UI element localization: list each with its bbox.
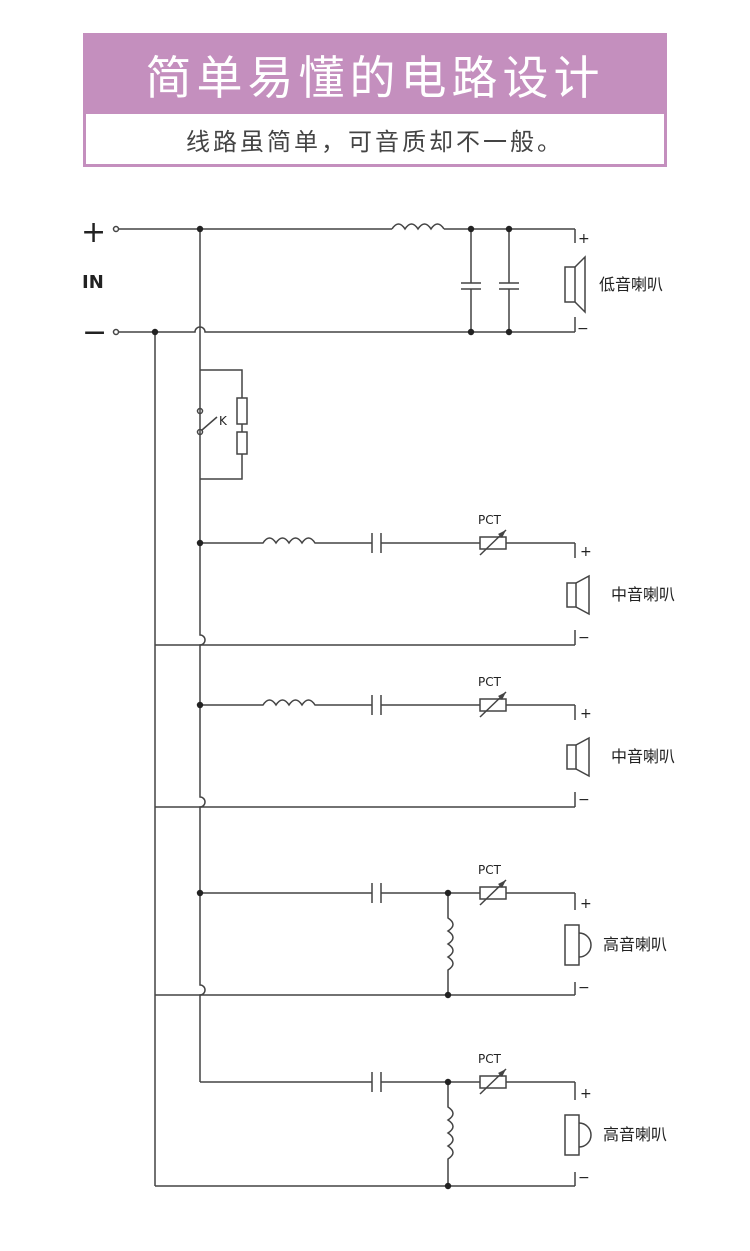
signal-trunk-wire — [199, 229, 206, 1082]
tw1-dome — [578, 932, 592, 958]
junction-dot — [505, 328, 513, 336]
input-label: IN — [82, 272, 104, 293]
junction-dot — [196, 539, 204, 547]
tw2-ptc-label: PCT — [478, 1052, 502, 1066]
mid2-ptc-arrowhead — [498, 692, 506, 700]
resistor-2 — [236, 431, 248, 455]
tw1-shunt-inductor — [446, 893, 454, 995]
tw2-minus: − — [578, 1170, 590, 1186]
tw1-label: 高音喇叭 — [603, 935, 667, 954]
minus-input-terminal — [112, 328, 120, 336]
mid2-minus: − — [578, 792, 590, 808]
switch-contact-bottom — [196, 428, 204, 436]
tw2-label: 高音喇叭 — [603, 1125, 667, 1144]
title-banner: 简单易懂的电路设计 线路虽简单，可音质却不一般。 — [83, 33, 667, 167]
woofer-minus: − — [577, 321, 589, 337]
tw2-plus: + — [580, 1086, 592, 1102]
mid2-inductor — [200, 699, 372, 707]
tw2-shunt-inductor — [446, 1082, 454, 1186]
input-plus-sign: + — [81, 215, 106, 250]
mid2-cone — [575, 736, 590, 778]
mid1-ptc-label: PCT — [478, 513, 502, 527]
junction-dot — [151, 328, 159, 336]
mid2-plus: + — [580, 706, 592, 722]
woofer-capacitor-2 — [499, 229, 519, 332]
woofer-cone — [574, 255, 586, 314]
input-minus-sign: − — [82, 315, 107, 350]
junction-dot — [196, 701, 204, 709]
switch-k — [201, 416, 218, 431]
tw1-ptc-arrowhead — [498, 880, 506, 888]
resistor-1 — [236, 397, 248, 425]
resistor-branch-wire — [200, 369, 243, 480]
tw2-dome — [578, 1122, 592, 1148]
tw2-speaker-icon — [564, 1114, 580, 1156]
woofer-inductor — [391, 223, 445, 231]
junction-dot — [467, 328, 475, 336]
junction-dot — [196, 225, 204, 233]
tw2-ptc-resistor — [479, 1075, 507, 1089]
tw1-minus: − — [578, 980, 590, 996]
woofer-speaker-icon — [564, 266, 576, 303]
junction-dot — [444, 991, 452, 999]
page-title: 简单易懂的电路设计 — [86, 36, 664, 114]
switch-contact-top — [196, 407, 204, 415]
mid2-speaker-icon — [566, 744, 577, 770]
junction-dot — [196, 889, 204, 897]
mid2-capacitor — [371, 695, 382, 715]
junction-dots — [151, 225, 513, 1190]
tw1-plus: + — [580, 896, 592, 912]
mid1-ptc-arrowhead — [498, 530, 506, 538]
tw2-ptc-arrowhead — [498, 1069, 506, 1077]
page-subtitle: 线路虽简单，可音质却不一般。 — [186, 127, 564, 156]
mid2-label: 中音喇叭 — [611, 747, 675, 766]
mid1-minus: − — [578, 630, 590, 646]
woofer-capacitor-1 — [461, 229, 481, 332]
tw1-series-wire — [200, 883, 575, 903]
woofer-plus: + — [578, 231, 590, 247]
junction-dot — [467, 225, 475, 233]
tw1-speaker-icon — [564, 924, 580, 966]
tw1-ptc-label: PCT — [478, 863, 502, 877]
junction-dot — [444, 889, 452, 897]
mid1-inductor — [200, 537, 372, 545]
mid1-plus: + — [580, 544, 592, 560]
mid1-capacitor — [371, 533, 382, 553]
woofer-label: 低音喇叭 — [599, 275, 663, 294]
junction-dot — [505, 225, 513, 233]
mid1-label: 中音喇叭 — [611, 585, 675, 604]
junction-dot — [444, 1182, 452, 1190]
mid1-speaker-icon — [566, 582, 577, 608]
switch-label: K — [219, 414, 228, 428]
plus-input-terminal — [112, 225, 120, 233]
mid1-cone — [575, 574, 590, 616]
mid2-ptc-resistor — [479, 698, 507, 712]
mid1-ptc-resistor — [479, 536, 507, 550]
tw2-series-wire — [200, 1072, 575, 1092]
junction-dot — [444, 1078, 452, 1086]
mid2-ptc-label: PCT — [478, 675, 502, 689]
tw1-ptc-resistor — [479, 886, 507, 900]
